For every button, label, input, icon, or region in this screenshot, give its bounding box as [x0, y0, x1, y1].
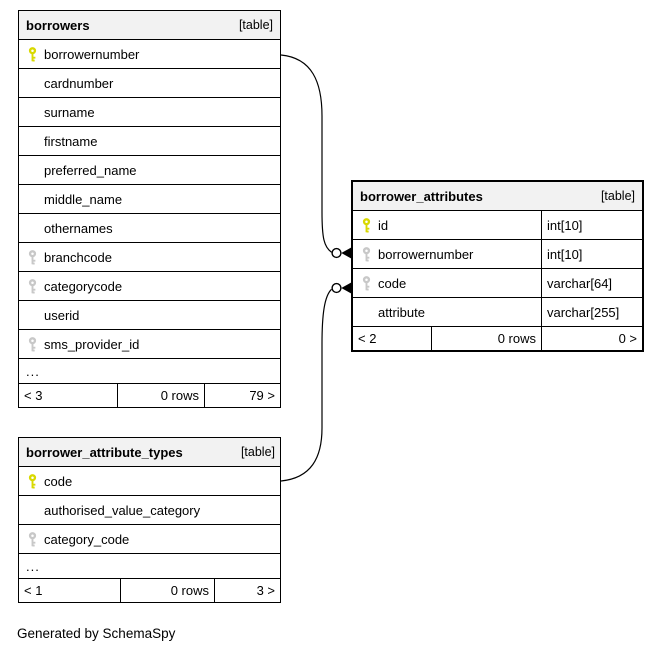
column-name: userid — [44, 307, 80, 323]
column-name: id — [378, 217, 389, 233]
column-name: firstname — [44, 133, 98, 149]
table-footer-borrower-attributes: < 2 0 rows 0 > — [353, 327, 642, 350]
key-icon — [28, 307, 44, 324]
fk-connector-code — [280, 282, 351, 482]
fk-connector-borrowernumber — [280, 54, 351, 259]
entity-borrowers: borrowers [table] borrowernumber cardnum… — [18, 10, 281, 408]
column-row-branchcode[interactable]: branchcode — [19, 243, 280, 272]
table-name[interactable]: borrowers — [26, 17, 90, 33]
children-count[interactable]: 3 > — [214, 579, 280, 602]
column-row-code[interactable]: code — [19, 467, 280, 496]
key-icon — [28, 162, 44, 179]
column-row-userid[interactable]: userid — [19, 301, 280, 330]
column-name: categorycode — [44, 278, 123, 294]
column-type: int[10] — [541, 240, 642, 268]
column-name: category_code — [44, 531, 130, 547]
table-name[interactable]: borrower_attribute_types — [26, 444, 183, 460]
foreign-key-icon — [28, 278, 44, 295]
column-name: branchcode — [44, 249, 112, 265]
key-icon — [28, 220, 44, 237]
key-icon — [28, 75, 44, 92]
table-type-badge: [table] — [240, 445, 275, 459]
primary-key-icon — [28, 46, 44, 63]
column-row-othernames[interactable]: othernames — [19, 214, 280, 243]
column-row-categorycode[interactable]: categorycode — [19, 272, 280, 301]
column-name: attribute — [378, 304, 425, 320]
column-row-attribute[interactable]: attribute varchar[255] — [353, 298, 642, 327]
entity-borrower-attribute-types: borrower_attribute_types [table] code au… — [18, 437, 281, 603]
zero-circle-marker — [331, 247, 342, 259]
primary-key-icon — [362, 217, 378, 234]
foreign-key-icon — [28, 531, 44, 548]
column-name: cardnumber — [44, 75, 114, 91]
table-name[interactable]: borrower_attributes — [360, 188, 483, 204]
foreign-key-icon — [362, 246, 378, 263]
column-row-middle-name[interactable]: middle_name — [19, 185, 280, 214]
table-header-borrower-attribute-types[interactable]: borrower_attribute_types [table] — [19, 438, 280, 467]
children-count[interactable]: 0 > — [541, 327, 642, 350]
zero-circle-marker — [331, 282, 342, 294]
column-row-borrowernumber[interactable]: borrowernumber int[10] — [353, 240, 642, 269]
column-type: varchar[64] — [541, 269, 642, 297]
table-type-badge: [table] — [238, 18, 273, 32]
children-count[interactable]: 79 > — [204, 384, 280, 407]
foreign-key-icon — [28, 336, 44, 353]
column-row-authorised-value-category[interactable]: authorised_value_category — [19, 496, 280, 525]
arrowhead-marker — [341, 247, 351, 259]
column-row-code[interactable]: code varchar[64] — [353, 269, 642, 298]
column-type: int[10] — [541, 211, 642, 239]
key-icon — [28, 133, 44, 150]
primary-key-icon — [28, 473, 44, 490]
column-row-sms-provider-id[interactable]: sms_provider_id — [19, 330, 280, 359]
column-row-preferred-name[interactable]: preferred_name — [19, 156, 280, 185]
column-row-surname[interactable]: surname — [19, 98, 280, 127]
foreign-key-icon — [28, 249, 44, 266]
table-header-borrowers[interactable]: borrowers [table] — [19, 11, 280, 40]
column-name: sms_provider_id — [44, 336, 140, 352]
truncated-columns-indicator: ... — [19, 359, 280, 384]
generated-by-caption: Generated by SchemaSpy — [17, 626, 176, 641]
column-name: surname — [44, 104, 95, 120]
key-icon — [28, 191, 44, 208]
parents-count[interactable]: < 1 — [24, 583, 43, 598]
key-icon — [362, 304, 378, 321]
column-name: othernames — [44, 220, 113, 236]
ellipsis-label: ... — [26, 558, 40, 574]
column-name: middle_name — [44, 191, 123, 207]
column-type: varchar[255] — [541, 298, 642, 326]
table-footer-borrower-attribute-types: < 1 0 rows 3 > — [19, 579, 280, 602]
row-count: 0 rows — [120, 579, 214, 602]
column-name: borrowernumber — [378, 246, 474, 262]
column-row-firstname[interactable]: firstname — [19, 127, 280, 156]
row-count: 0 rows — [431, 327, 541, 350]
column-row-category-code[interactable]: category_code — [19, 525, 280, 554]
column-name: code — [44, 473, 73, 489]
column-name: borrowernumber — [44, 46, 140, 62]
foreign-key-icon — [362, 275, 378, 292]
parents-count[interactable]: < 3 — [24, 388, 43, 403]
column-row-cardnumber[interactable]: cardnumber — [19, 69, 280, 98]
column-name: authorised_value_category — [44, 502, 201, 518]
ellipsis-label: ... — [26, 363, 40, 379]
table-header-borrower-attributes[interactable]: borrower_attributes [table] — [353, 182, 642, 211]
row-count: 0 rows — [117, 384, 204, 407]
column-name: preferred_name — [44, 162, 137, 178]
parents-count[interactable]: < 2 — [358, 331, 377, 346]
truncated-columns-indicator: ... — [19, 554, 280, 579]
column-name: code — [378, 275, 407, 291]
column-row-borrowernumber[interactable]: borrowernumber — [19, 40, 280, 69]
table-type-badge: [table] — [600, 189, 635, 203]
column-row-id[interactable]: id int[10] — [353, 211, 642, 240]
key-icon — [28, 104, 44, 121]
table-footer-borrowers: < 3 0 rows 79 > — [19, 384, 280, 407]
entity-borrower-attributes: borrower_attributes [table] id int[10] b… — [351, 180, 644, 352]
arrowhead-marker — [341, 282, 351, 294]
key-icon — [28, 502, 44, 519]
